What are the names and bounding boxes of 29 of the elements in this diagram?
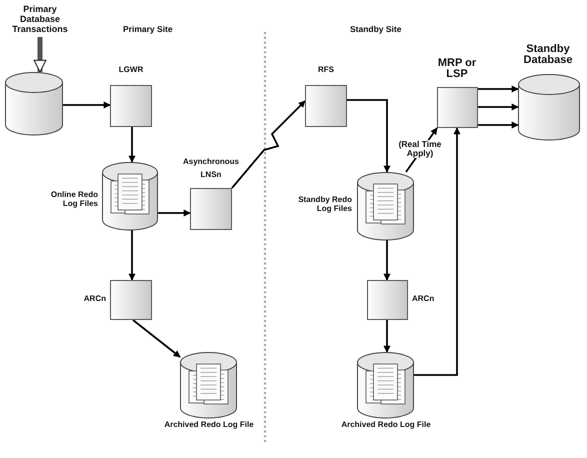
node-label: Online Redo Log Files [50, 191, 98, 209]
node-label: ARCn [82, 295, 106, 304]
node-label: RFS [317, 66, 335, 75]
arrow [414, 127, 460, 376]
node-label: Archived Redo Log File [340, 421, 432, 430]
arrow [231, 100, 306, 189]
section-heading: Standby Site [350, 24, 402, 34]
text-label: Primary Database Transactions [8, 5, 72, 37]
node-label: ARCn [412, 295, 436, 304]
arrow [478, 104, 519, 110]
node-label: Archived Redo Log File [163, 421, 255, 430]
arrow [478, 86, 519, 92]
arrow [34, 37, 46, 73]
arrow [63, 102, 111, 108]
node-label: Standby Redo Log Files [297, 196, 352, 214]
arrow [128, 127, 136, 163]
node-label: Standby Database [522, 44, 574, 66]
arrow [128, 230, 136, 281]
arrow [158, 210, 191, 216]
arrow [347, 99, 390, 173]
arrow [384, 320, 390, 353]
edge-label: (Real Time Apply) [397, 140, 443, 158]
arrow [132, 319, 181, 358]
arrow [478, 122, 519, 128]
node-label: MRP or LSP [436, 58, 478, 80]
arrow [384, 240, 390, 281]
section-heading: Primary Site [123, 24, 173, 34]
node-label: Asynchronous LNSn [182, 156, 240, 181]
node-label: LGWR [118, 66, 144, 75]
